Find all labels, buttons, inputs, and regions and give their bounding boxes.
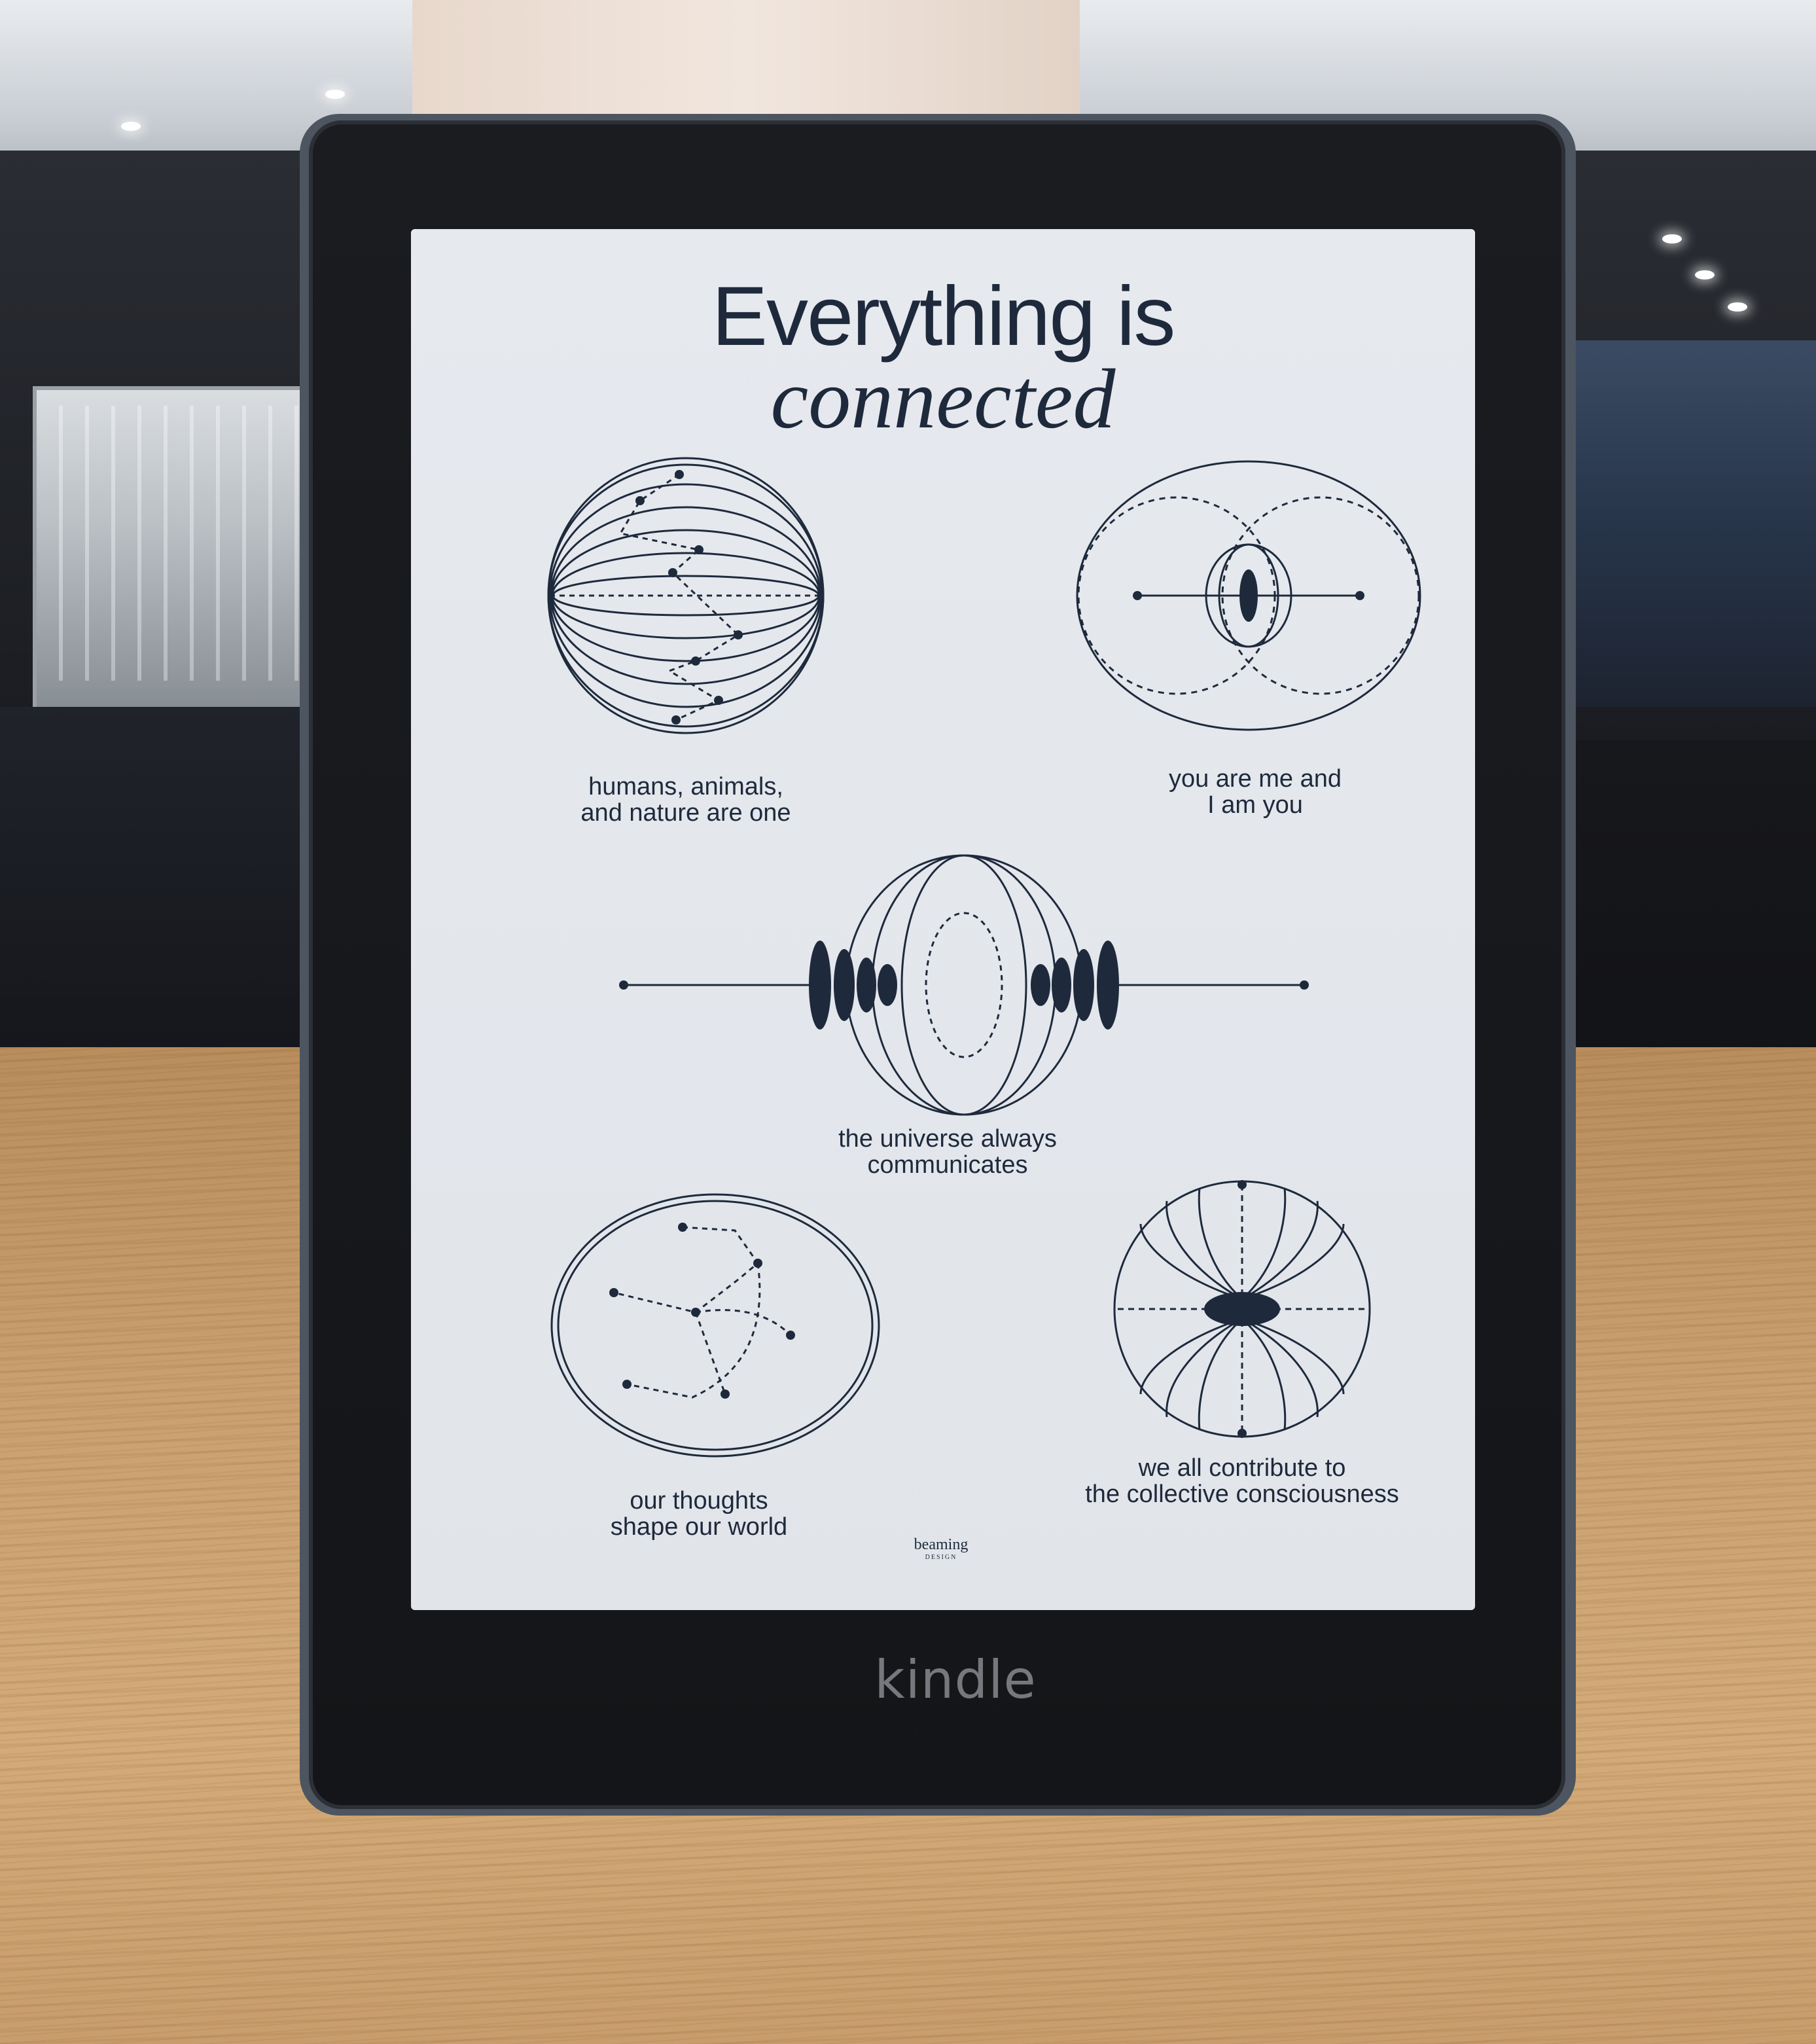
ceiling-light <box>325 90 345 99</box>
caption-line: shape our world <box>610 1513 788 1541</box>
caption-line: you are me and <box>1168 765 1342 793</box>
ceiling-light <box>1662 234 1682 243</box>
credit-sub: DESIGN <box>925 1554 957 1561</box>
caption-top-right: you are me and I am you <box>1131 766 1380 818</box>
caption-line: our thoughts <box>630 1487 768 1515</box>
background-storefront-right <box>1564 340 1816 707</box>
designer-credit: beaming DESIGN <box>869 1536 1013 1564</box>
radiating-sphere-diagram <box>619 854 1309 1116</box>
caption-line: the collective consciousness <box>1085 1480 1399 1508</box>
caption-line: I am you <box>1207 791 1303 819</box>
caption-line: the universe always <box>838 1125 1057 1153</box>
caption-top-left: humans, animals, and nature are one <box>555 774 817 826</box>
kindle-logo: kindle <box>874 1649 1037 1710</box>
poster-title: Everything is <box>711 270 1176 363</box>
caption-bottom-left: our thoughts shape our world <box>575 1488 823 1540</box>
caption-line: communicates <box>867 1151 1028 1179</box>
ceiling-light <box>1695 270 1715 279</box>
sphere-latitudes-diagram <box>547 457 825 734</box>
overlapping-circles-diagram <box>1076 460 1421 731</box>
caption-line: and nature are one <box>580 799 791 827</box>
constellation-oval-diagram <box>550 1193 880 1458</box>
poster-subtitle: connected <box>770 352 1116 446</box>
caption-bottom-right: we all contribute to the collective cons… <box>1072 1455 1412 1507</box>
field-lines-sphere-diagram <box>1113 1180 1371 1438</box>
kindle-screen[interactable]: Everything is connected humans, a <box>411 229 1475 1610</box>
caption-line: we all contribute to <box>1138 1454 1346 1482</box>
caption-line: humans, animals, <box>588 773 783 800</box>
ceiling-light <box>1728 302 1747 312</box>
ceiling-light <box>121 122 141 131</box>
background-storefront-grille <box>59 406 321 681</box>
credit-name: beaming <box>914 1536 969 1553</box>
caption-center: the universe always communicates <box>823 1126 1072 1178</box>
